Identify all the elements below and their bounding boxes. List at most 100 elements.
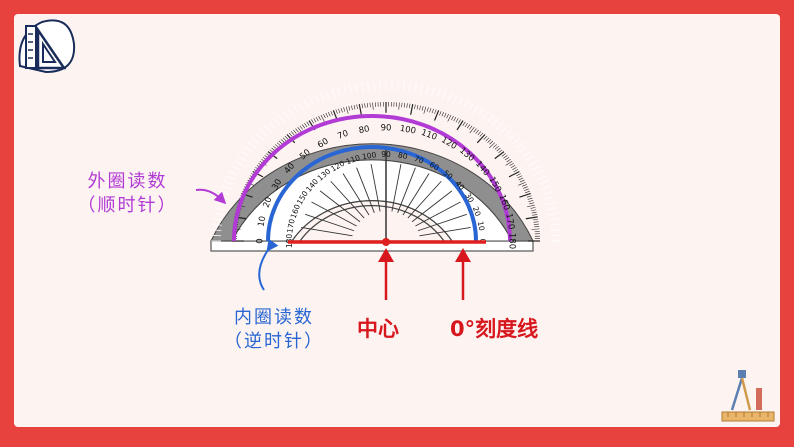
- band-tick: [528, 160, 538, 166]
- scale-tick: [299, 125, 303, 130]
- outer-scale-number: 30: [270, 178, 284, 192]
- scale-tick: [533, 223, 539, 225]
- slide-page: [14, 14, 780, 427]
- band-tick: [373, 81, 375, 91]
- protractor-spoke: [305, 213, 355, 232]
- protractor-ticks: [211, 81, 561, 242]
- scale-tick: [532, 214, 538, 216]
- band-tick: [223, 180, 234, 185]
- protractor-spoke: [342, 173, 370, 216]
- scale-tick: [369, 102, 371, 108]
- scale-tick: [494, 145, 499, 150]
- protractor-spoke: [311, 201, 357, 227]
- scale-tick: [489, 142, 496, 149]
- inner-reading-title: 内圈读数: [234, 307, 314, 328]
- band-tick: [519, 146, 528, 153]
- inner-scale-number: 170: [285, 218, 296, 234]
- scale-tick: [421, 106, 424, 111]
- scale-tick: [446, 113, 449, 119]
- band-tick: [228, 170, 238, 176]
- band-tick: [211, 223, 222, 226]
- bottom-border: [0, 427, 794, 447]
- scale-tick: [519, 179, 525, 183]
- outer-reading-arrow: [195, 188, 227, 205]
- band-tick: [308, 97, 315, 106]
- scale-tick: [477, 131, 482, 136]
- scale-tick: [533, 218, 539, 221]
- band-tick: [355, 83, 358, 93]
- scale-tick: [506, 159, 511, 163]
- scale-tick: [423, 106, 427, 114]
- band-tick: [542, 191, 553, 195]
- band-tick: [282, 111, 290, 120]
- scale-tick: [295, 128, 299, 133]
- outer-scale-number: 130: [457, 146, 476, 164]
- band-tick: [402, 81, 405, 91]
- scale-tick: [351, 105, 353, 111]
- scale-tick: [398, 102, 400, 110]
- center-label: 中心: [357, 317, 399, 341]
- band-tick: [425, 85, 429, 95]
- band-tick: [547, 207, 558, 210]
- inner-reading-label: 内圈读数 （逆时针）: [215, 306, 333, 354]
- inner-scale-number: 80: [397, 151, 408, 162]
- scale-tick: [441, 111, 444, 117]
- scale-tick: [462, 121, 466, 126]
- protractor-spoke: [415, 201, 461, 227]
- center-point: [382, 238, 390, 246]
- scale-tick: [288, 132, 293, 137]
- protractor-spoke: [417, 213, 467, 232]
- band-tick: [550, 223, 561, 226]
- scale-tick: [487, 139, 492, 143]
- scale-tick: [526, 204, 535, 208]
- scale-tick: [335, 109, 338, 114]
- band-tick: [544, 196, 555, 200]
- scale-tick: [510, 165, 516, 169]
- band-tick: [512, 137, 521, 145]
- scale-tick: [517, 175, 523, 179]
- scale-tick: [313, 118, 317, 123]
- scale-tick: [343, 107, 346, 112]
- scale-tick: [414, 104, 416, 110]
- scale-tick: [531, 209, 537, 212]
- compass-ruler-icon: [721, 370, 775, 422]
- protractor-spoke: [370, 164, 381, 212]
- scale-tick: [372, 102, 374, 110]
- outer-scale-number: 170: [503, 213, 516, 231]
- band-tick: [325, 90, 330, 100]
- band-tick: [234, 160, 244, 166]
- scale-tick: [504, 157, 510, 161]
- scale-tick: [338, 108, 341, 114]
- scale-tick: [475, 129, 479, 134]
- band-tick: [287, 108, 295, 117]
- scale-tick: [304, 122, 308, 128]
- band-tick: [331, 88, 336, 98]
- inner-scale-number: 20: [471, 205, 483, 217]
- band-tick: [414, 83, 417, 93]
- band-tick: [491, 118, 499, 126]
- scale-tick: [476, 134, 486, 144]
- scale-tick: [453, 117, 457, 122]
- band-tick: [504, 129, 513, 137]
- band-tick: [367, 81, 370, 91]
- protractor-spoke: [356, 167, 375, 213]
- band-tick: [231, 165, 241, 171]
- band-tick: [522, 151, 532, 157]
- band-tick: [219, 191, 230, 195]
- protractor-spoke: [301, 227, 353, 237]
- band-tick: [452, 94, 458, 104]
- scale-tick: [503, 155, 508, 159]
- band-tick: [237, 155, 247, 162]
- scale-tick: [328, 111, 331, 117]
- protractor-spoke: [419, 227, 471, 237]
- scale-tick: [434, 110, 440, 121]
- scale-tick: [516, 173, 521, 177]
- band-tick: [225, 175, 236, 180]
- protractor-inner-outline: [291, 200, 453, 242]
- band-tick: [212, 218, 223, 221]
- scale-tick: [524, 188, 529, 191]
- scale-tick: [505, 161, 513, 166]
- protractor-spoke: [330, 180, 365, 219]
- scale-tick: [501, 153, 506, 157]
- scale-tick: [508, 170, 520, 178]
